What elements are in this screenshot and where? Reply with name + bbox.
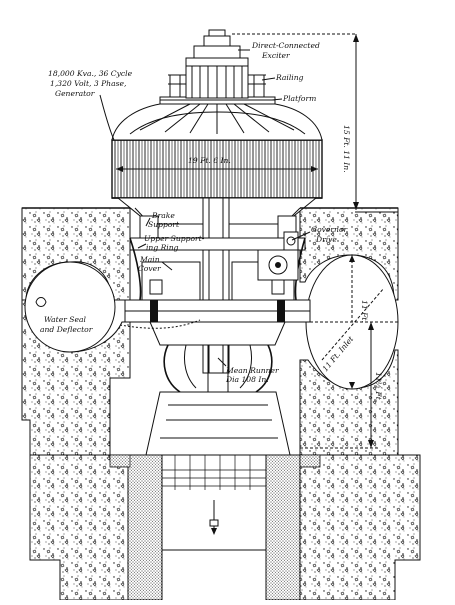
label-exciter-line1: Direct-Connected bbox=[251, 41, 320, 50]
label-generator-line1: 18,000 Kva., 36 Cycle bbox=[48, 69, 133, 78]
label-height-dimension: 15 Ft. 11 In. bbox=[342, 125, 351, 173]
label-upper-supporting-line2: ing Ring bbox=[146, 243, 179, 252]
exciter bbox=[185, 29, 249, 99]
label-11-half-ft: 11½ Ft. bbox=[374, 372, 383, 402]
draft-tube-grid bbox=[161, 454, 267, 551]
governor-drive bbox=[257, 231, 299, 281]
label-water-seal-line1: Water Seal bbox=[44, 315, 86, 324]
label-upper-supporting-line1: Upper Support- bbox=[144, 234, 205, 243]
label-generator-line3: Generator bbox=[55, 89, 95, 98]
label-governor-line2: Drive bbox=[315, 235, 337, 244]
label-governor-line1: Governor bbox=[311, 225, 348, 234]
label-railing: Railing bbox=[275, 73, 304, 82]
turbine-internals bbox=[22, 197, 398, 551]
concrete-foundation bbox=[21, 207, 421, 601]
scroll-case bbox=[24, 254, 399, 390]
label-main-cover-line1: Main bbox=[139, 255, 160, 264]
label-brake-support-line2: Support bbox=[148, 220, 180, 229]
label-11-ft: 11 Ft. bbox=[360, 300, 369, 323]
label-runner-line1: Mean Runner bbox=[225, 366, 279, 375]
label-generator-line2: 1,320 Volt, 3 Phase, bbox=[50, 79, 126, 88]
leader-lines bbox=[99, 49, 311, 367]
runner bbox=[149, 321, 286, 393]
label-diameter-dimension: 19 Ft. 6 In. bbox=[188, 156, 231, 165]
label-brake-support-line1: Brake bbox=[151, 211, 175, 220]
label-runner-line2: Dia 108 In. bbox=[225, 375, 269, 384]
label-water-seal-line2: and Deflector bbox=[40, 325, 93, 334]
generator bbox=[111, 29, 323, 225]
label-exciter-line2: Exciter bbox=[261, 51, 290, 60]
dimension-lines bbox=[116, 33, 380, 449]
label-main-cover-line2: Cover bbox=[138, 264, 161, 273]
label-platform: Platform bbox=[282, 94, 316, 103]
